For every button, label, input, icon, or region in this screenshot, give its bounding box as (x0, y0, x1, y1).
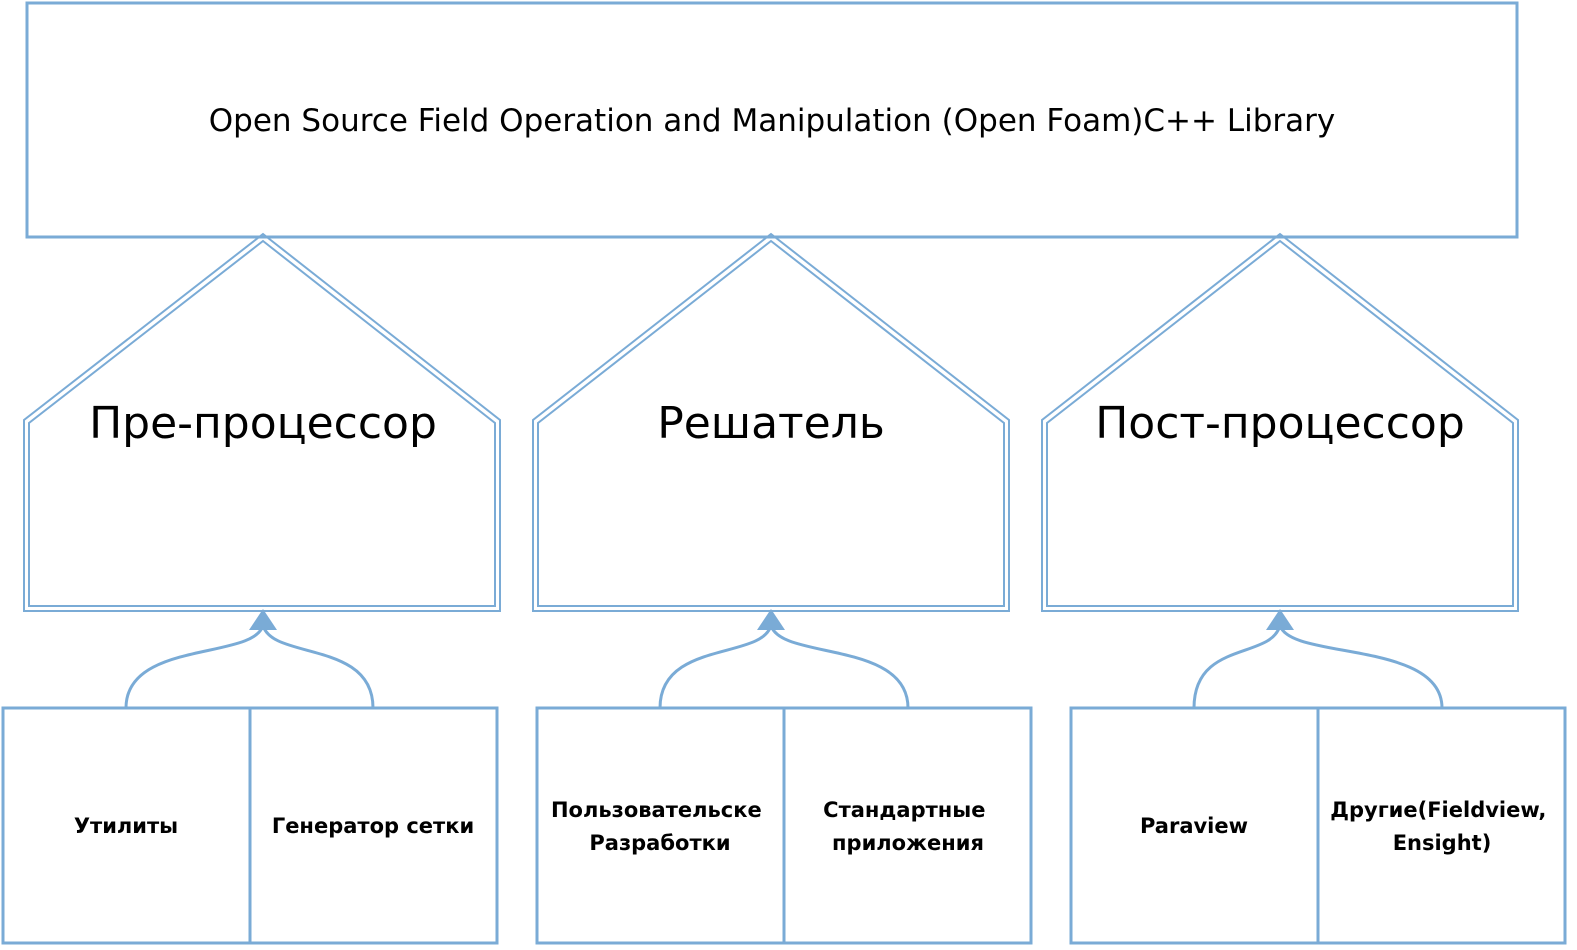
component-label-line: Пользовательске (551, 798, 762, 822)
connector-curve-solver-left (658, 624, 773, 709)
component-label-line: Утилиты (74, 814, 178, 838)
component-box-utilities (1, 706, 252, 945)
library-box-frame (25, 1, 1519, 239)
house-inner-preprocessor (28, 239, 496, 607)
connector-curve-preprocessor-right (261, 624, 375, 709)
component-label-line: Ensight) (1393, 831, 1492, 855)
library-title: Open Source Field Operation and Manipula… (209, 103, 1335, 139)
component-label-mesh-generator: Генератор сетки (272, 814, 474, 838)
component-label-utilities: Утилиты (74, 814, 178, 838)
stage-postprocessor: Пост-процессор Paraview Другие(Fieldview… (1041, 232, 1567, 945)
component-label-line: Paraview (1140, 814, 1248, 838)
stage-preprocessor: Пре-процессор Утилиты Генератор сетки (1, 232, 501, 945)
stage-label-preprocessor: Пре-процессор (89, 398, 437, 449)
arrowhead-solver (757, 609, 785, 630)
connector-curve-preprocessor-left (124, 624, 265, 709)
component-label-other-tools: Другие(Fieldview, Ensight) (1330, 798, 1553, 855)
stage-label-postprocessor: Пост-процессор (1095, 398, 1465, 449)
house-inner-solver (537, 239, 1005, 607)
arrowhead-postprocessor (1266, 609, 1294, 630)
component-label-line: Генератор сетки (272, 814, 474, 838)
component-label-user-developments: Пользовательске Разработки (551, 798, 769, 855)
component-label-line: Разработки (589, 831, 730, 855)
stage-solver: Решатель Пользовательске Разработки Стан… (532, 232, 1033, 945)
connector-curve-postprocessor-right (1278, 624, 1444, 709)
arrowhead-preprocessor (249, 609, 277, 630)
component-box-standard-applications (782, 706, 1033, 945)
connector-curve-solver-right (769, 624, 910, 709)
component-box-paraview (1069, 706, 1320, 945)
component-label-paraview: Paraview (1140, 814, 1248, 838)
connector-curve-postprocessor-left (1192, 624, 1282, 709)
component-box-other-tools (1316, 706, 1567, 945)
house-inner-postprocessor (1046, 239, 1514, 607)
component-label-line: приложения (832, 831, 984, 855)
component-box-mesh-generator (248, 706, 499, 945)
component-label-line: Стандартные (823, 798, 985, 822)
stage-label-solver: Решатель (657, 398, 885, 449)
component-label-line: Другие(Fieldview, (1330, 798, 1546, 822)
library-box: Open Source Field Operation and Manipula… (25, 1, 1519, 239)
component-label-standard-applications: Стандартные приложения (823, 798, 993, 855)
component-box-user-developments (535, 706, 786, 945)
